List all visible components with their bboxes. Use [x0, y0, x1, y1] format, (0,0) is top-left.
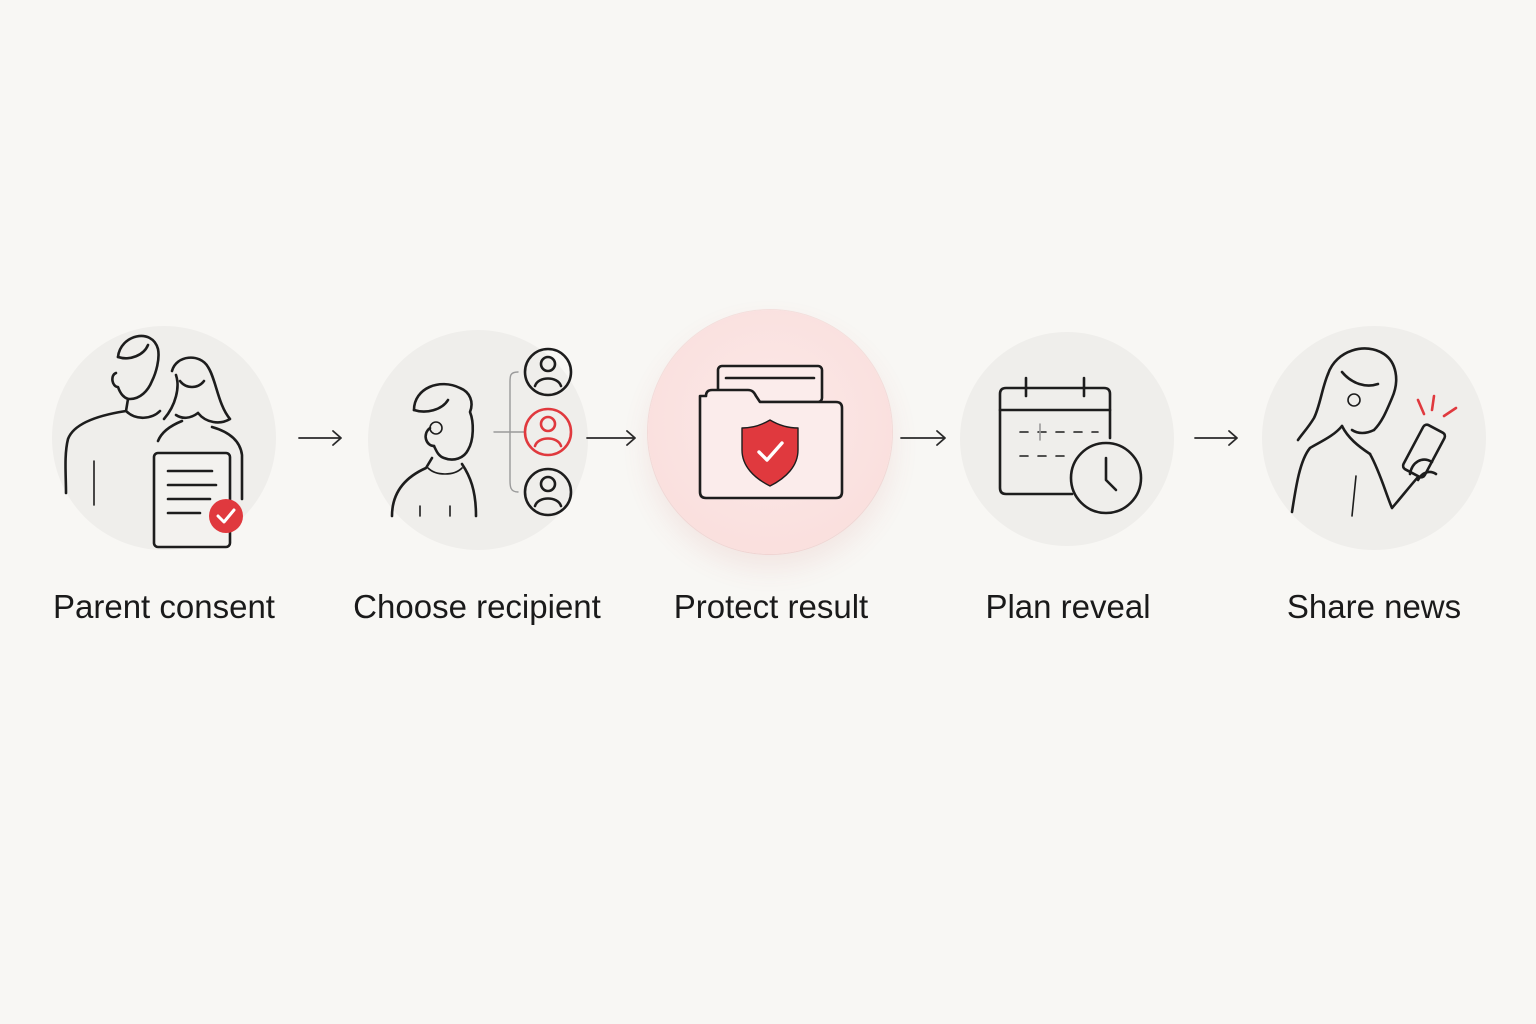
step-label: Plan reveal [985, 588, 1151, 625]
step-label: Parent consent [53, 588, 275, 625]
arrow-right-icon [298, 430, 342, 446]
woman-phone-icon [1290, 347, 1458, 517]
step-4-backdrop [960, 332, 1174, 546]
arrow-right-icon [1194, 430, 1238, 446]
step-label: Choose recipient [353, 588, 601, 625]
folder-shield-icon [698, 364, 844, 500]
step-label: Share news [1286, 588, 1462, 625]
step-label: Protect result [673, 588, 869, 625]
arrow-right-icon [900, 430, 946, 446]
parents-document-check-icon [64, 334, 244, 549]
arrow-right-icon [586, 430, 636, 446]
calendar-clock-icon [998, 376, 1143, 515]
person-select-recipient-icon [390, 347, 573, 518]
